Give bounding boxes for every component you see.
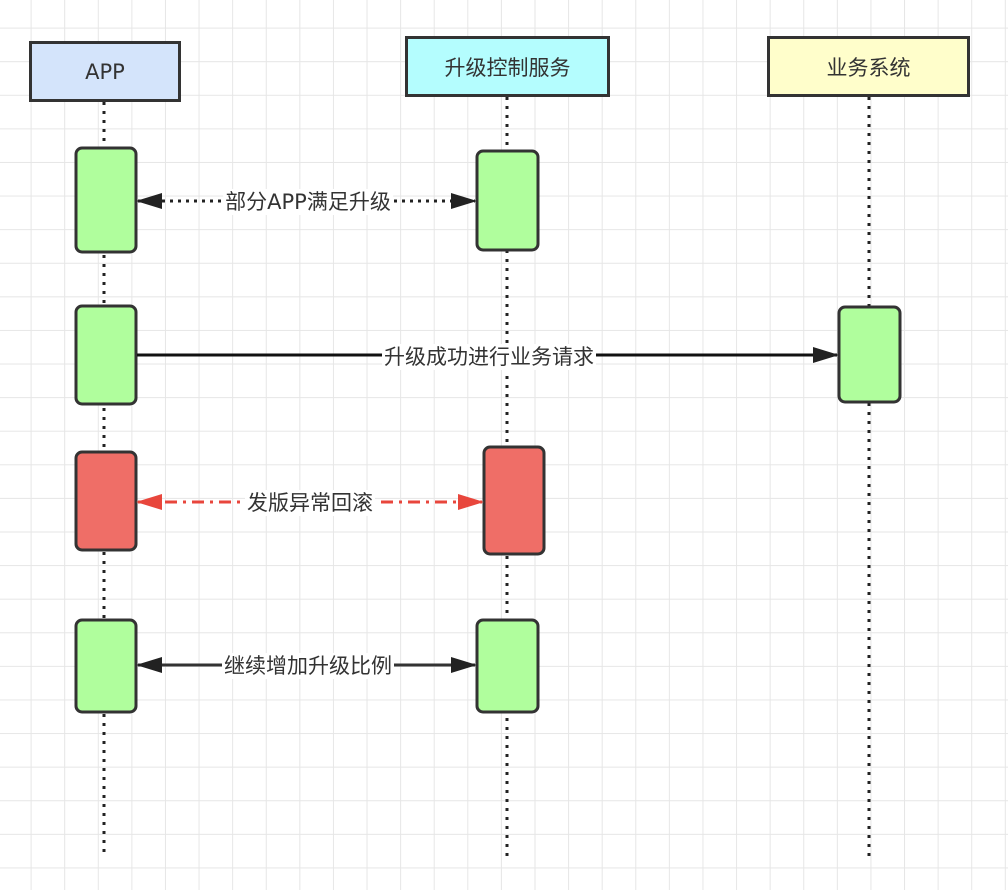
message-1-label: 部分APP满足升级 [223,189,393,215]
activation-app-1 [74,146,138,254]
message-2-label: 升级成功进行业务请求 [382,344,596,370]
actor-upgrade-control-service: 升级控制服务 [405,36,610,97]
actor-business-system: 业务系统 [767,36,970,97]
activation-upgrade-1 [475,149,540,252]
actor-app: APP [29,41,181,102]
actor-business-system-label: 业务系统 [826,55,911,80]
actor-upgrade-control-service-label: 升级控制服务 [444,55,571,80]
activation-business-1 [837,305,902,404]
activation-upgrade-2 [482,445,546,556]
activation-app-3 [74,450,138,552]
message-3-label: 发版异常回滚 [245,490,375,516]
activation-app-4 [74,618,138,714]
activation-upgrade-3 [475,618,540,714]
message-4-label: 继续增加升级比例 [222,653,394,679]
activation-app-2 [74,304,138,406]
actor-app-label: APP [85,59,125,84]
